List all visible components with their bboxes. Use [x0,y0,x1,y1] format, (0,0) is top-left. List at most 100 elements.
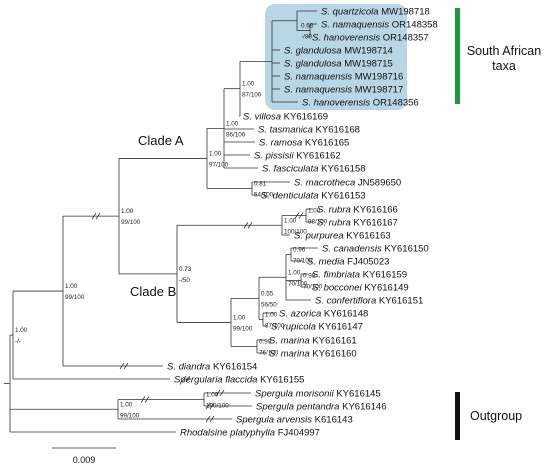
taxon-label: S. hanoverensis OR148357 [312,32,429,43]
support-pp: 1.00 [242,81,255,88]
branch-break-mark [205,415,211,423]
taxon-label: S. confertiflora KY616151 [315,295,423,306]
support-pp: 1.00 [120,401,133,408]
branch-break-mark [209,415,215,423]
taxon-label: S. tasmanica KY616168 [258,124,360,135]
support-values: 0.68 -/80 1.00 87/100 1.00 86/100 1.00 97/100 0.… [15,23,328,420]
taxon-label: S. glandulosa MW198714 [284,45,393,56]
support-bs: 99/100 [120,412,140,419]
support-pp: 0.73 [179,266,192,273]
support-bs: 99/100 [65,294,85,301]
branch-break-mark [181,375,187,383]
taxon-label: S. namaquensis MW198716 [284,71,403,82]
support-pp: 1.00 [121,208,134,215]
support-bs: 99/100 [233,325,253,332]
taxon-label: S. namaquensis MW198717 [284,84,403,95]
branch-break-mark [243,222,249,229]
support-pp: 1.00 [209,150,222,157]
taxon-label: Spergula morisonii KY616145 [255,388,381,399]
outgroup-bar [455,392,460,440]
clade-b-label: Clade B [130,284,176,299]
taxon-label: S. bocconei KY616149 [312,282,409,293]
support-pp: 0.81 [254,181,267,188]
taxon-label: S. ramosa KY616165 [259,137,349,148]
taxon-label: S. diandra KY616154 [167,361,257,372]
branch-break-mark [247,222,253,229]
taxon-label: S. canadensis KY616150 [322,243,429,254]
branch-break-mark [119,362,125,370]
support-pp: 1.00 [233,314,246,321]
taxon-labels: S. quartzicola MW198718 S. namaquensis OR… [167,6,438,438]
taxon-label: S. denticulata KY616153 [261,190,366,201]
branch-break-mark [219,389,225,397]
support-bs: 54/100 [254,192,274,199]
support-bs: 70/100 [303,284,323,291]
taxon-label: S. marina KY616161 [269,335,357,346]
support-pp: 1.00 [226,120,239,127]
scale-bar-label: 0.009 [73,455,96,465]
taxon-label: S. quartzicola MW198718 [321,6,430,17]
support-bs: -/- [15,338,21,345]
taxon-label: S. rupicola KY616147 [271,321,363,332]
support-pp: 1.00 [284,217,297,224]
taxon-label: Spergula arvensis K616143 [236,414,353,425]
taxon-label: S. purpurea KY616163 [294,230,391,241]
taxon-label: S. macrotheca JN589650 [294,177,401,188]
support-pp: 0.99 [259,339,272,346]
branch-break-mark [140,396,146,403]
tree-branches [4,10,318,433]
outgroup-label: Outgroup [470,409,522,423]
branch-break-mark [95,212,101,220]
support-pp: 1.00 [265,312,278,319]
taxon-label: S. pissisii KY616162 [254,150,341,161]
support-bs: 98/100 [308,219,328,226]
support-bs: -/50 [179,277,190,284]
support-bs: -/80 [301,34,312,41]
branch-break-mark [205,402,211,410]
taxon-label: S. azorica KY616148 [279,308,368,319]
taxon-label: S. villosa KY616169 [243,111,328,122]
branch-break-mark [144,396,150,403]
branch-break-mark [294,212,300,219]
support-bs: 76/100 [259,350,279,357]
taxon-label: S. namaquensis OR148358 [321,19,438,30]
branch-break-mark [123,362,129,370]
south-african-bar [455,8,460,104]
support-bs: 70/100 [293,258,313,265]
branch-break-mark [209,402,215,410]
taxon-label: S. rubra KY616167 [317,217,398,228]
south-african-label: South African [467,44,541,58]
support-pp: 1.00 [15,327,28,334]
support-pp: 1.00 [308,208,321,215]
branch-break-mark [91,212,97,220]
taxon-label: S. fasciculata KY616158 [262,163,366,174]
branch-break-mark [215,389,221,397]
taxon-label: S. glandulosa MW198715 [284,58,393,69]
taxon-label: S. fimbriata KY616159 [312,269,407,280]
support-pp: 1.00 [288,269,301,276]
support-bs: 56/50 [261,301,277,308]
support-bs: 87/100 [265,323,285,330]
support-pp: 0.96 [293,247,306,254]
support-bs: 87/100 [242,92,262,99]
support-pp: 0.68 [301,23,314,30]
support-bs: 70/100 [288,280,308,287]
support-pp: 0.99 [303,273,316,280]
support-bs: 100/100 [206,403,229,410]
support-bs: 99/100 [121,219,141,226]
taxon-label: S. marina KY616160 [269,348,357,359]
south-african-label-line2: taxa [492,59,516,73]
support-bs: 86/100 [226,131,246,138]
branch-break-mark [298,212,304,219]
taxon-label: S. media FJ405023 [307,256,389,267]
taxon-label: Spergula pentandra KY616146 [256,401,386,412]
taxon-label: S. rubra KY616166 [317,204,398,215]
support-bs: 97/100 [209,161,229,168]
support-pp: 1.00 [65,283,78,290]
taxon-label: Spergularia flaccida KY616155 [174,374,304,385]
support-pp: 1.00 [206,392,219,399]
support-pp: 0.55 [261,290,274,297]
taxon-label: S. hanoverensis OR148356 [302,97,419,108]
taxon-label: Rhodalsine platyphylla FJ404997 [180,427,320,438]
